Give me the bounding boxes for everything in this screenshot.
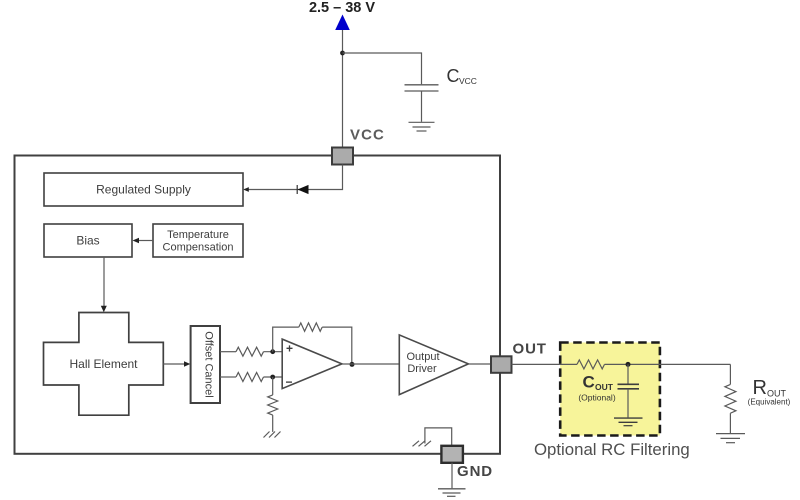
svg-text:(Optional): (Optional): [578, 393, 615, 403]
svg-text:Temperature: Temperature: [167, 229, 229, 241]
svg-text:−: −: [285, 375, 292, 389]
svg-text:+: +: [286, 342, 293, 356]
svg-text:Regulated Supply: Regulated Supply: [96, 183, 191, 197]
svg-text:Output: Output: [406, 351, 439, 363]
svg-text:VCC: VCC: [350, 127, 385, 144]
svg-text:(Equivalent): (Equivalent): [748, 398, 791, 407]
svg-text:Offset Cancel: Offset Cancel: [203, 331, 215, 397]
svg-text:OUT: OUT: [513, 341, 547, 358]
svg-text:OUT: OUT: [595, 382, 614, 392]
svg-text:OUT: OUT: [767, 389, 787, 399]
svg-text:Bias: Bias: [76, 234, 99, 248]
svg-text:C: C: [583, 373, 595, 392]
svg-text:R: R: [753, 377, 767, 399]
svg-text:Compensation: Compensation: [163, 242, 234, 254]
svg-text:2.5 – 38 V: 2.5 – 38 V: [309, 0, 375, 16]
svg-text:Hall Element: Hall Element: [69, 357, 138, 371]
svg-text:C: C: [447, 66, 460, 86]
svg-text:VCC: VCC: [459, 76, 477, 86]
svg-text:Optional RC Filtering: Optional RC Filtering: [534, 440, 690, 459]
svg-text:Driver: Driver: [407, 363, 437, 375]
svg-text:GND: GND: [457, 463, 493, 480]
